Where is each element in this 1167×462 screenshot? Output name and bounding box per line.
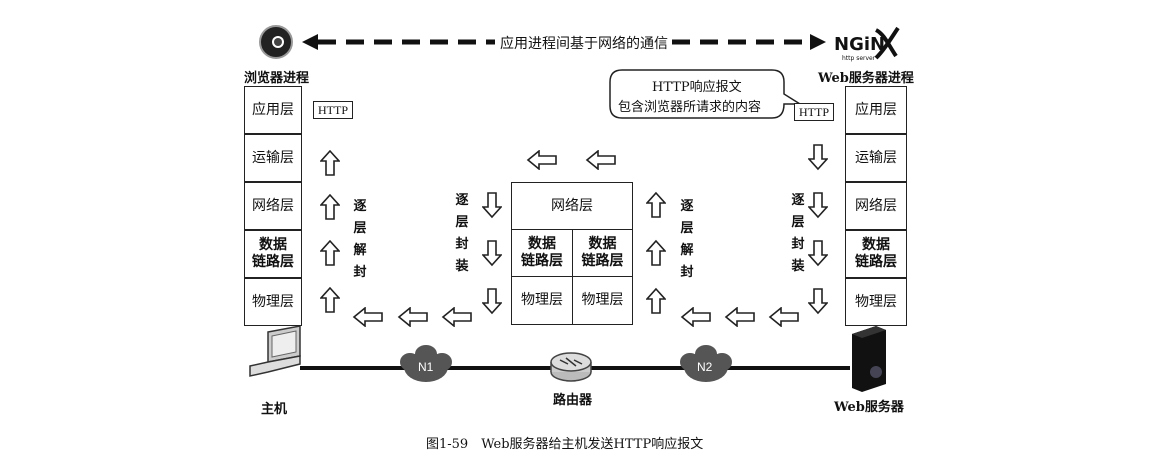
client-http-tag: HTTP — [313, 101, 353, 119]
client-app-layer: 应用层 — [244, 86, 302, 134]
callout-line-2: 包含浏览器所请求的内容 — [618, 100, 762, 115]
svg-text:NGiN: NGiN — [834, 34, 885, 55]
server-network-layer: 网络层 — [845, 182, 907, 230]
right-flow-arrows — [681, 307, 799, 327]
server-app-layer: 应用层 — [845, 86, 907, 134]
router-datalink-left: 数据 链路层 — [511, 229, 573, 277]
client-network-layer: 网络层 — [244, 182, 302, 230]
client-physical-layer: 物理层 — [244, 278, 302, 326]
host-label: 主机 — [261, 402, 288, 417]
router-physical-left: 物理层 — [511, 276, 573, 325]
server-side-label: 逐层封装 — [791, 193, 805, 274]
client-datalink-layer: 数据 链路层 — [244, 230, 302, 278]
router-datalink-right: 数据 链路层 — [572, 229, 633, 277]
network-cloud-n2 — [680, 345, 732, 382]
callout-bubble — [609, 69, 803, 119]
network-label-n2: N2 — [697, 360, 713, 374]
svg-text:http server: http server — [842, 55, 876, 62]
server-label: Web服务器 — [834, 400, 904, 415]
server-down-arrows — [808, 144, 828, 314]
browser-icon — [259, 25, 293, 59]
client-transport-layer: 运输层 — [244, 134, 302, 182]
communication-arrow — [302, 34, 826, 50]
server-datalink-layer: 数据 链路层 — [845, 230, 907, 278]
router-up-arrows — [646, 192, 666, 314]
figure-caption: 图1-59 Web服务器给主机发送HTTP响应报文 — [426, 437, 704, 452]
callout-line-1: HTTP响应报文 — [652, 80, 742, 95]
router-down-arrows — [482, 192, 502, 314]
server-process-title: Web服务器进程 — [818, 71, 914, 86]
top-flow-arrows — [527, 150, 616, 170]
router-icon — [550, 352, 592, 382]
router-physical-right: 物理层 — [572, 276, 633, 325]
server-icon — [852, 326, 886, 392]
left-flow-arrows — [353, 307, 472, 327]
router-network-layer: 网络层 — [511, 182, 633, 230]
router-left-label: 逐层封装 — [455, 193, 469, 274]
server-physical-layer: 物理层 — [845, 278, 907, 326]
laptop-icon — [249, 325, 301, 377]
router-right-label: 逐层解封 — [680, 199, 694, 280]
network-cloud-n1 — [400, 345, 452, 382]
router-label: 路由器 — [553, 393, 593, 408]
client-up-arrows — [320, 150, 340, 313]
communication-label: 应用进程间基于网络的通信 — [500, 36, 668, 52]
network-label-n1: N1 — [418, 360, 434, 374]
client-process-title: 浏览器进程 — [244, 71, 310, 86]
server-http-tag: HTTP — [794, 103, 834, 121]
server-transport-layer: 运输层 — [845, 134, 907, 182]
nginx-logo: NGiN http server — [834, 26, 900, 62]
client-side-label: 逐层解封 — [353, 199, 367, 280]
